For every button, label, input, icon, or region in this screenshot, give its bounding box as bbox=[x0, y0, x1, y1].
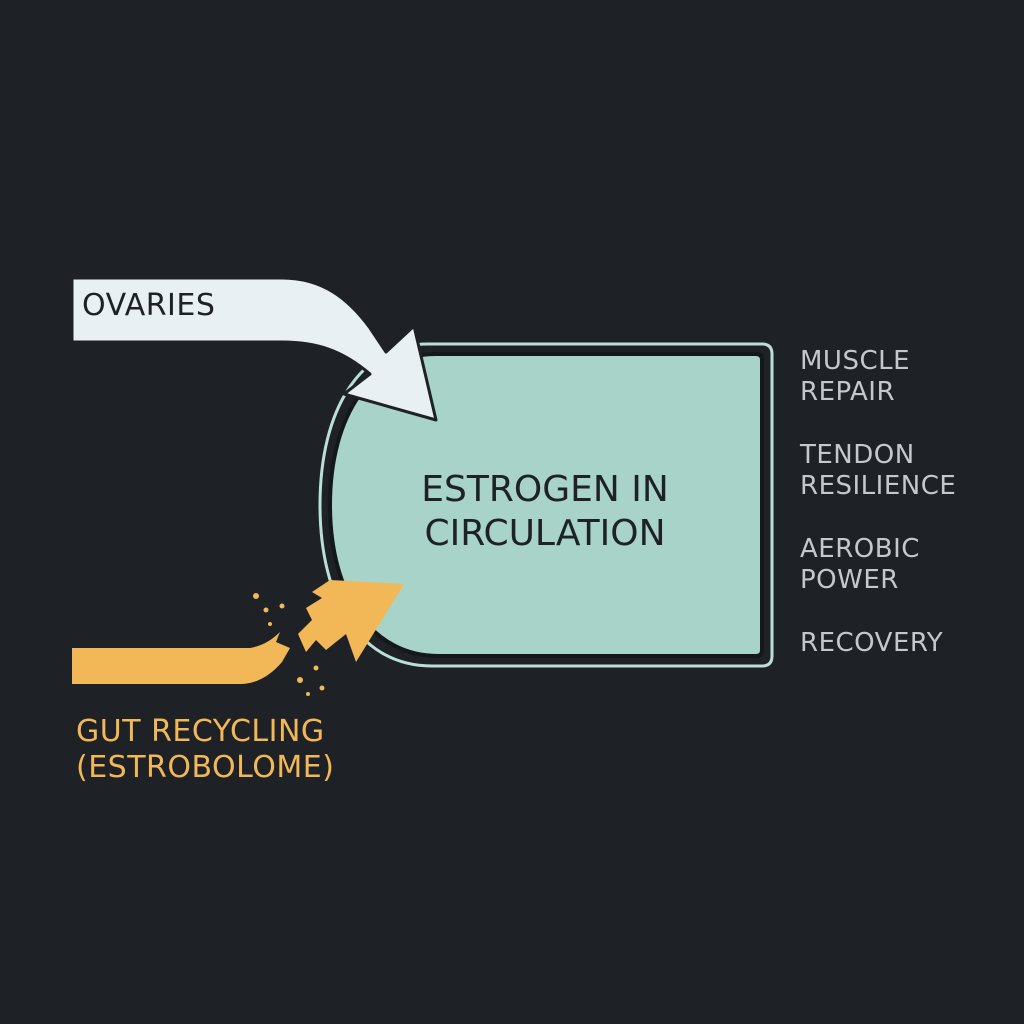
effects-list: MUSCLE REPAIR TENDON RESILIENCE AEROBIC … bbox=[800, 346, 1000, 659]
effect-tendon-resilience: TENDON RESILIENCE bbox=[800, 440, 1000, 502]
gut-arrow-tail bbox=[72, 632, 290, 684]
gut-arrow-head bbox=[298, 580, 404, 662]
effect-aerobic-power: AEROBIC POWER bbox=[800, 534, 1000, 596]
hub-title-line1: ESTROGEN IN bbox=[421, 469, 669, 510]
effect-line1: MUSCLE bbox=[800, 346, 911, 376]
hub-outline bbox=[318, 342, 774, 668]
gut-arrow-fragments bbox=[253, 593, 325, 696]
effect-line1: RECOVERY bbox=[800, 628, 944, 658]
effect-line2: REPAIR bbox=[800, 377, 896, 407]
effect-recovery: RECOVERY bbox=[800, 628, 1000, 659]
effect-muscle-repair: MUSCLE REPAIR bbox=[800, 346, 1000, 408]
hub-title-line2: CIRCULATION bbox=[424, 513, 666, 554]
effect-line1: TENDON bbox=[800, 440, 915, 470]
effect-line2: RESILIENCE bbox=[800, 471, 957, 501]
gut-recycling-label: GUT RECYCLING (ESTROBOLOME) bbox=[76, 714, 334, 786]
ovaries-label: OVARIES bbox=[82, 288, 216, 323]
effect-line2: POWER bbox=[800, 565, 899, 595]
gut-recycling-label-line2: (ESTROBOLOME) bbox=[76, 750, 335, 785]
gut-recycling-label-line1: GUT RECYCLING bbox=[76, 714, 325, 749]
hub-box bbox=[327, 352, 764, 658]
effect-line1: AEROBIC bbox=[800, 534, 920, 564]
ovaries-arrow bbox=[70, 276, 438, 422]
hub-title: ESTROGEN IN CIRCULATION bbox=[340, 468, 750, 556]
